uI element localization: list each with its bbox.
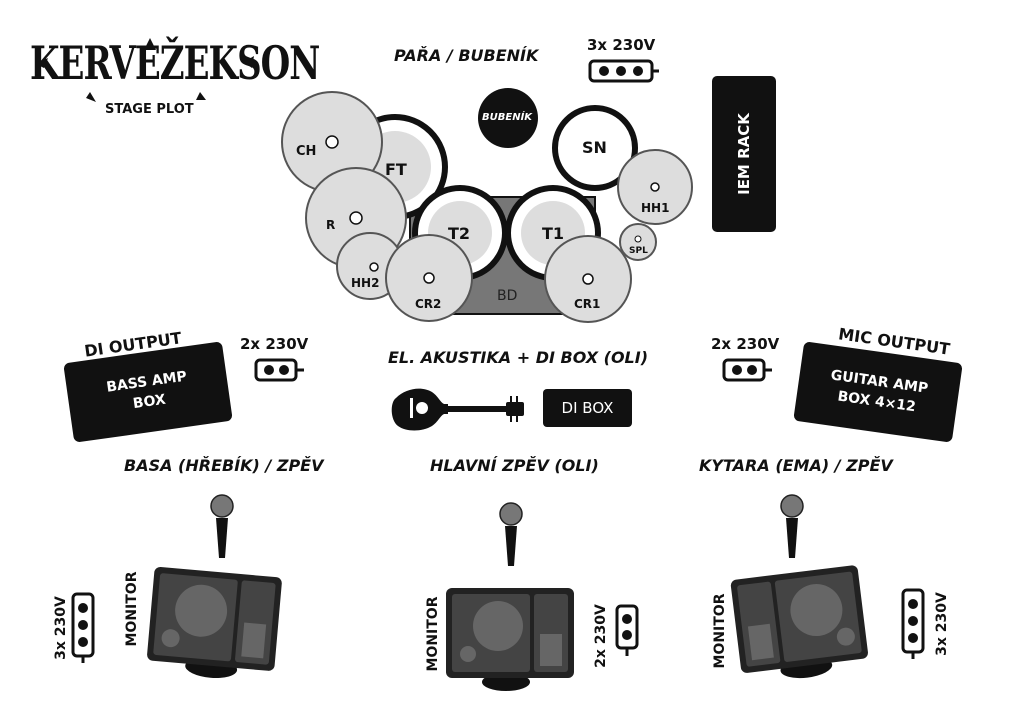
drum-kit — [281, 88, 693, 323]
label-sn: SN — [582, 138, 607, 157]
bass-monitor-label: MONITOR — [124, 571, 140, 647]
bass-monitor-power-label: 3x 230V — [53, 596, 69, 660]
china-cymbal — [281, 91, 383, 193]
bass-position-label: BASA (HŘEBÍK) / ZPĚV — [124, 456, 324, 475]
bass-microphone-icon — [210, 494, 234, 558]
power-strip-2-icon — [722, 358, 772, 382]
vocal-monitor-wedge — [446, 588, 574, 691]
label-r: R — [326, 218, 336, 232]
label-cr1: CR1 — [574, 297, 601, 311]
drums-section-label: PAŘA / BUBENÍK — [394, 46, 539, 65]
guitar-monitor-wedge — [730, 565, 868, 679]
drums-power-label: 3x 230V — [587, 36, 656, 54]
drummer-seat — [478, 88, 538, 148]
label-ft: FT — [385, 160, 407, 179]
label-hh2: HH2 — [351, 276, 380, 290]
logo-text: KERVEŽEKSON — [30, 37, 320, 91]
splash-cymbal — [619, 223, 657, 261]
iem-rack: IEM RACK — [712, 76, 776, 232]
guitar-monitor-power-label: 3x 230V — [934, 592, 950, 656]
label-ch: CH — [296, 144, 317, 159]
label-spl: SPL — [629, 246, 648, 256]
label-cr2: CR2 — [415, 297, 442, 311]
bass-monitor-wedge — [147, 567, 282, 679]
guitar-monitor-label: MONITOR — [712, 593, 728, 669]
di-box: DI BOX — [543, 389, 632, 427]
di-box-label: DI BOX — [561, 399, 614, 417]
power-strip-2-icon — [254, 358, 304, 382]
power-strip-3-vertical-icon — [71, 592, 95, 663]
acoustic-guitar-icon — [391, 388, 524, 431]
label-t1: T1 — [542, 224, 565, 243]
vocal-monitor-power-label: 2x 230V — [593, 604, 609, 668]
acoustic-label: EL. AKUSTIKA + DI BOX (OLI) — [388, 348, 649, 367]
guitar-power-label: 2x 230V — [711, 335, 780, 353]
band-logo: KERVEŽEKSON — [30, 34, 320, 104]
snare — [552, 105, 638, 191]
drummer-label: BUBENÍK — [482, 112, 533, 123]
vocal-position-label: HLAVNÍ ZPĚV (OLI) — [430, 456, 599, 475]
bass-amp-line2: BOX — [132, 391, 167, 413]
crash-1 — [544, 235, 632, 323]
guitar-position-label: KYTARA (EMA) / ZPĚV — [699, 456, 893, 475]
hihat-1 — [617, 149, 693, 225]
vocal-microphone-icon — [499, 502, 523, 566]
power-strip-3-icon — [588, 59, 659, 83]
guitar-microphone-icon — [780, 494, 804, 558]
label-hh1: HH1 — [641, 201, 670, 215]
stage-plot-subtitle: STAGE PLOT — [105, 102, 194, 117]
power-strip-3-vertical-icon — [901, 588, 925, 659]
crash-2 — [385, 234, 473, 322]
label-bd: BD — [497, 288, 518, 304]
bass-power-label: 2x 230V — [240, 335, 309, 353]
label-t2: T2 — [448, 224, 471, 243]
iem-rack-label: IEM RACK — [735, 113, 753, 195]
power-strip-2-vertical-icon — [615, 604, 639, 656]
vocal-monitor-label: MONITOR — [425, 596, 441, 672]
